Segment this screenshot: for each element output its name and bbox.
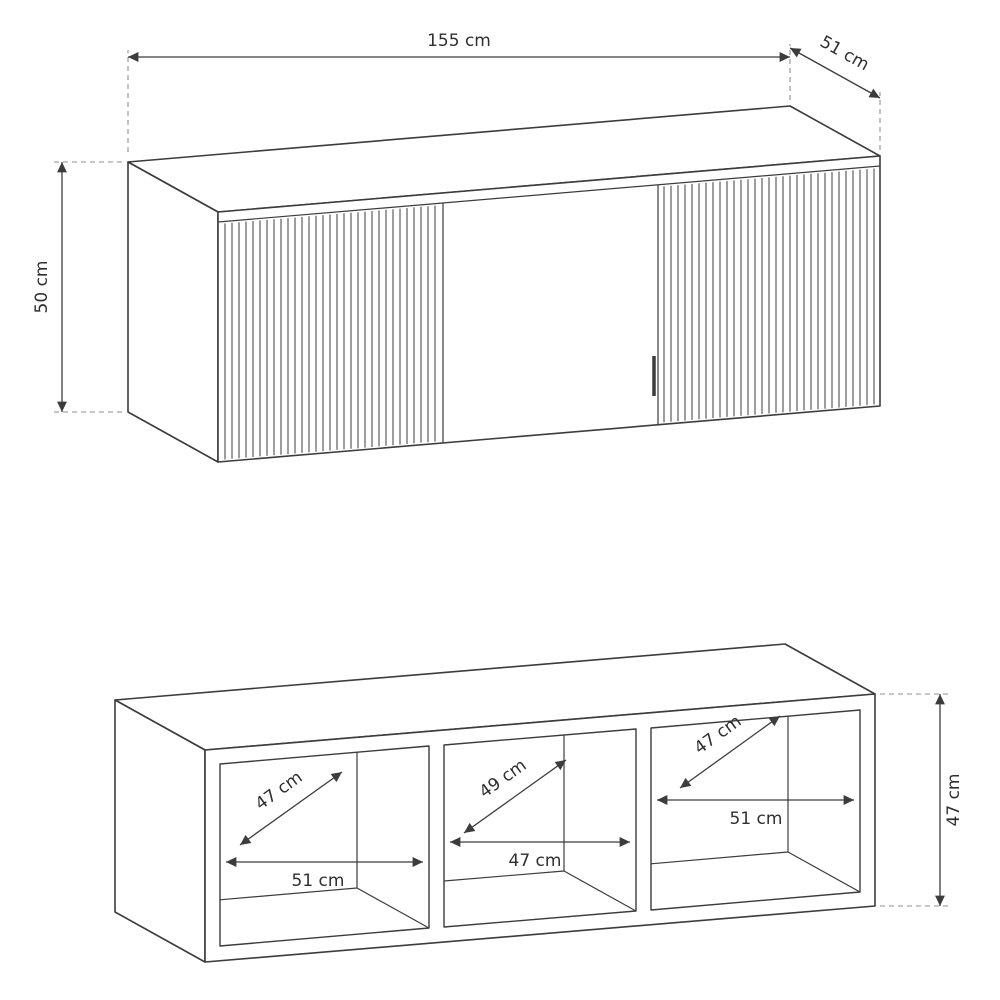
depth-edge [563,870,636,912]
dimension-line [463,759,567,834]
bottom-height-label: 47 cm [944,774,964,827]
compartment-1-width-dimension: 51 cm [226,857,423,891]
top-view: 155 cm 51 cm 50 cm [32,31,881,463]
top-height-label: 50 cm [32,261,52,314]
compartment-1-opening [219,745,430,947]
compartment-1-width-label: 51 cm [292,871,345,891]
compartment-3-opening [650,709,861,911]
compartment-2-width-label: 47 cm [509,851,562,871]
top-height-dimension: 50 cm [32,161,122,413]
dimension-line [789,47,881,99]
compartment-3-width-dimension: 51 cm [657,795,854,829]
top-panel-edge-line [217,165,881,223]
flutes-path [224,168,875,460]
dimension-line [239,771,343,846]
bottom-view: 47 cm 49 cm 47 cm 51 cm 47 cm 51 cm [114,643,964,963]
depth-edge [787,851,860,893]
bottom-height-dimension: 47 cm [880,693,964,907]
compartment-3-width-label: 51 cm [730,809,783,829]
depth-edge [356,887,429,929]
top-width-label: 155 cm [427,31,491,51]
top-cabinet-left-side-face [127,161,219,463]
compartment-2-opening [443,728,637,928]
top-depth-label: 51 cm [816,32,872,75]
top-cabinet-front-face [217,155,881,463]
dimension-line [679,715,781,789]
compartment-2-width-dimension: 47 cm [450,837,630,871]
